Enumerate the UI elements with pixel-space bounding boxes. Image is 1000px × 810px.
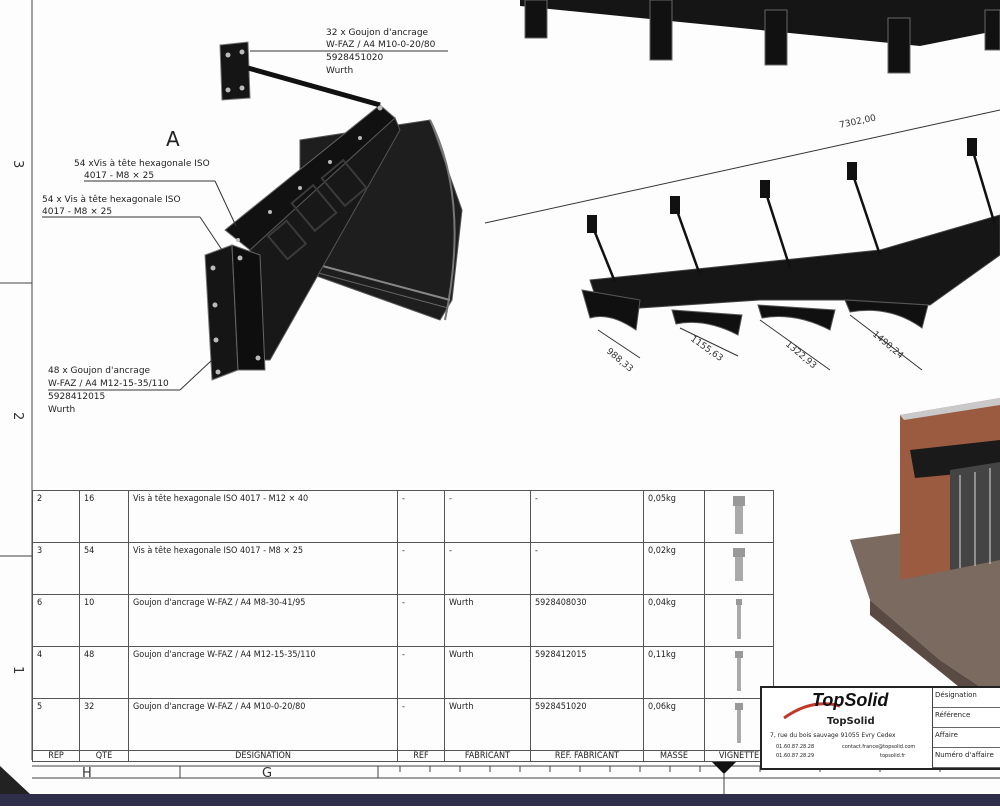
zone-1: 1 [10,666,25,674]
svg-text:W-FAZ / A4 M10-0-20/80: W-FAZ / A4 M10-0-20/80 [326,40,436,50]
anchor-thumbnail [704,646,774,699]
company-fax: 01.60.87.28.29 [776,753,815,759]
company-email: contact.france@topsolid.com [842,744,916,750]
dim-3: 1322,93 [783,340,818,372]
dim-2: 1155,63 [688,334,724,364]
canopy-top-view [520,0,1000,74]
title-block: TopSolid TopSolid 7, rue du bois sauvage… [760,686,1000,770]
svg-text:W-FAZ / A4 M12-15-35/110: W-FAZ / A4 M12-15-35/110 [48,379,169,389]
screw-thumbnail [704,490,774,543]
table-header-row: REP QTE DESIGNATION REF FABRICANT REF. F… [32,750,774,762]
table-row: 3 54 Vis à tête hexagonale ISO 4017 - M8… [32,542,774,595]
field-affaire: Affaire [933,728,1000,748]
detail-letter: A [166,127,180,151]
zone-2: 2 [10,412,25,420]
company-phone: 01.60.87.28.28 [776,744,815,750]
table-row: 6 10 Goujon d'ancrage W-FAZ / A4 M8-30-4… [32,594,774,647]
column-h: H [82,766,92,781]
svg-text:5928451020: 5928451020 [326,53,384,63]
table-row: 2 16 Vis à tête hexagonale ISO 4017 - M1… [32,490,774,543]
field-numero-affaire: Numéro d'affaire [933,748,1000,768]
dim-overall: 7302,00 [839,113,878,131]
svg-text:48 x Goujon d'ancrage: 48 x Goujon d'ancrage [48,366,151,376]
company-name: TopSolid [827,716,875,727]
callout-goujon-m10: 32 x Goujon d'ancrage W-FAZ / A4 M10-0-2… [250,28,448,76]
bill-of-materials: 2 16 Vis à tête hexagonale ISO 4017 - M1… [32,490,774,762]
company-address: 7, rue du bois sauvage 91055 Evry Cedex [770,732,896,739]
callout-vis-m8-a: 54 xVis à tête hexagonale ISO 4017 - M8 … [74,158,237,227]
zone-3: 3 [10,160,25,168]
field-designation: Désignation [933,688,1000,708]
dim-4: 1490,24 [870,330,905,362]
logo-text: TopSolid [812,690,889,710]
field-reference: Référence [933,708,1000,728]
table-row: 4 48 Goujon d'ancrage W-FAZ / A4 M12-15-… [32,646,774,699]
logo-swoosh-icon [783,702,841,720]
detail-a-bracket [204,41,463,381]
svg-text:4017 - M8 × 25: 4017 - M8 × 25 [42,207,112,217]
anchor-thumbnail [704,594,774,647]
building-3d-view [850,398,1000,720]
title-fields: Désignation Référence Affaire Numéro d'a… [933,688,1000,768]
svg-text:32 x Goujon d'ancrage: 32 x Goujon d'ancrage [326,28,429,38]
screw-thumbnail [704,542,774,595]
center-marker [712,762,736,774]
svg-text:Wurth: Wurth [326,66,353,76]
company-logo-block: TopSolid TopSolid 7, rue du bois sauvage… [762,688,933,768]
canopy-main-view: 7302,00 988,33 1155,63 1322,93 1490,24 [484,109,1000,375]
svg-text:54 xVis à tête hexagonale ISO: 54 xVis à tête hexagonale ISO [74,158,210,169]
column-g: G [262,766,272,781]
svg-text:4017 - M8 × 25: 4017 - M8 × 25 [84,171,154,181]
callout-goujon-m12: 48 x Goujon d'ancrage W-FAZ / A4 M12-15-… [48,359,213,415]
callout-vis-m8-b: 54 x Vis à tête hexagonale ISO 4017 - M8… [42,194,223,251]
window-bottom-bar [0,794,1000,806]
svg-text:Wurth: Wurth [48,405,75,415]
svg-text:5928412015: 5928412015 [48,392,105,402]
table-row: 5 32 Goujon d'ancrage W-FAZ / A4 M10-0-2… [32,698,774,751]
company-web: topsolid.fr [880,753,906,759]
svg-text:54 x Vis à tête hexagonale ISO: 54 x Vis à tête hexagonale ISO [42,194,181,205]
